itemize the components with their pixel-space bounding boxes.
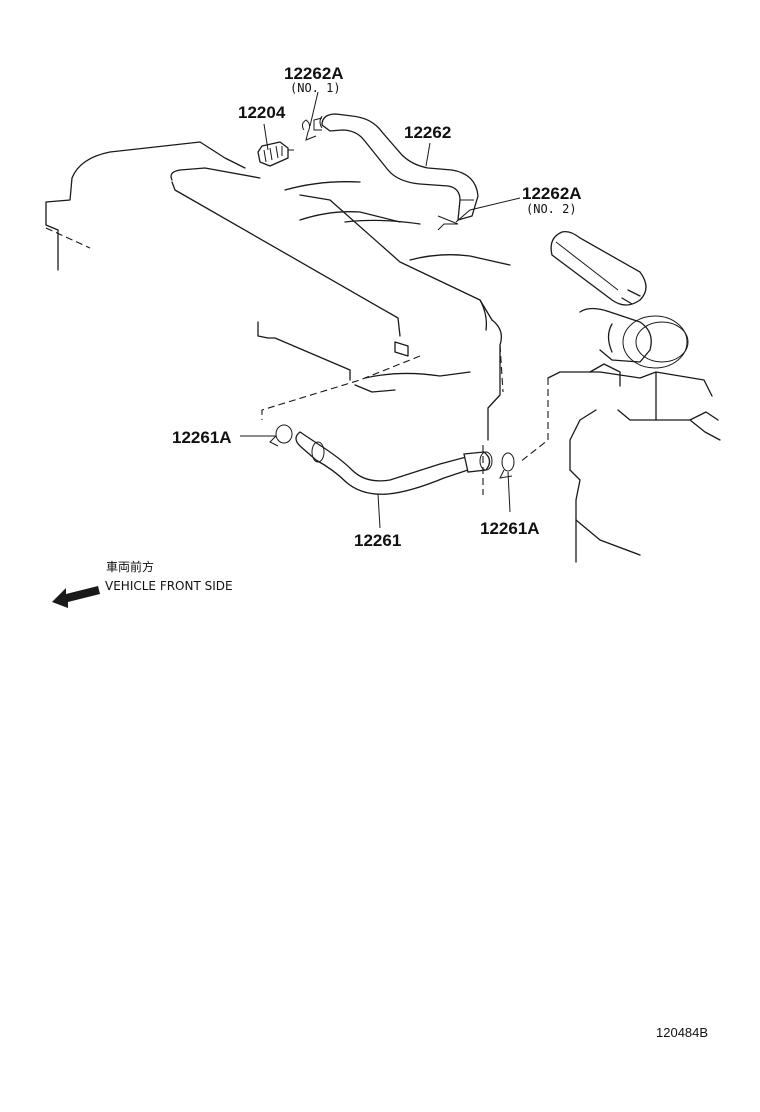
pcv-valve-12204 [257, 141, 294, 167]
direction-english: VEHICLE FRONT SIDE [105, 579, 233, 593]
part-label-12262A-no1: 12262A [284, 64, 344, 83]
part-label-12261: 12261 [354, 531, 401, 550]
direction-japanese: 車両前方 [106, 559, 154, 574]
part-label-12261A-left: 12261A [172, 428, 232, 447]
clip-12261A-left [269, 424, 293, 447]
hose-12262 [313, 113, 479, 221]
leader-lines [240, 91, 521, 529]
part-note-no1: (NO. 1) [290, 81, 341, 95]
hose-12261 [295, 431, 493, 495]
part-label-12262: 12262 [404, 123, 451, 142]
illustration-code: 120484B [656, 1025, 708, 1040]
part-label-12261A-right: 12261A [480, 519, 540, 538]
clip-12262A-no2 [437, 215, 459, 231]
part-note-no2: (NO. 2) [526, 202, 577, 216]
engine-outline [45, 141, 511, 441]
clip-12261A-right [499, 452, 515, 479]
front-arrow-icon [52, 586, 100, 608]
vehicle-front-indicator: 車両前方 VEHICLE FRONT SIDE [52, 559, 233, 608]
intake-assembly [519, 230, 721, 563]
part-label-12204: 12204 [238, 103, 286, 122]
part-label-12262A-no2: 12262A [522, 184, 582, 203]
clip-12262A-no1 [301, 119, 317, 141]
